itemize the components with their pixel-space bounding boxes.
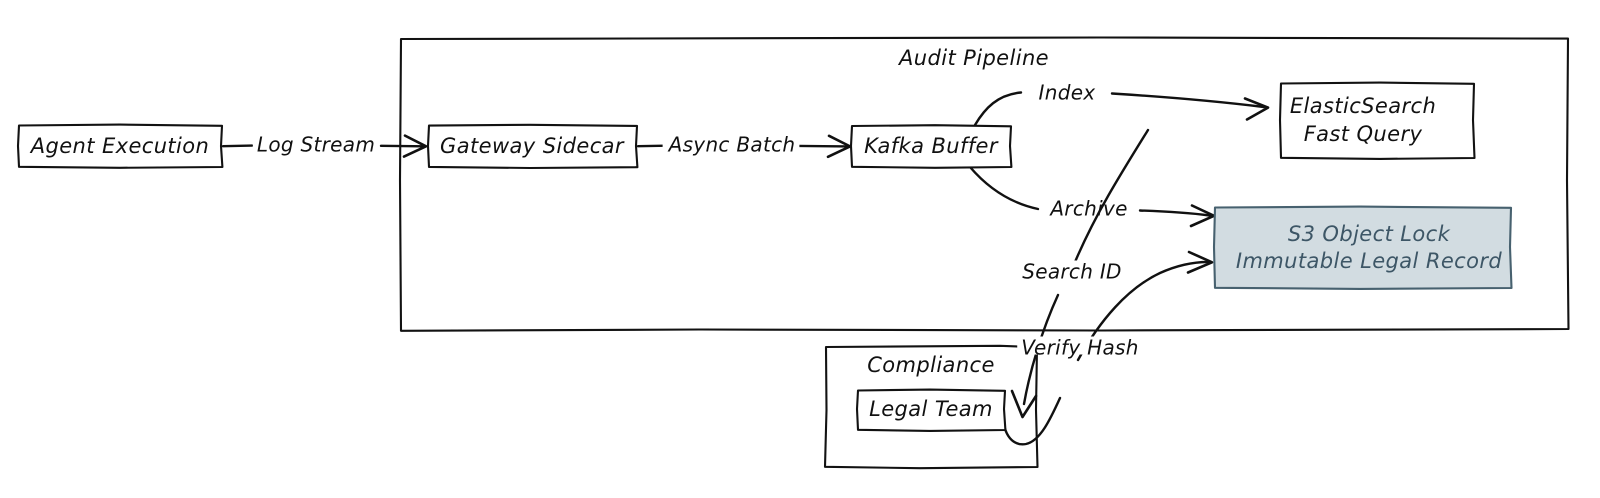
- node-elasticsearch[interactable]: ElasticSearch Fast Query: [1278, 81, 1476, 160]
- edge-log-stream-line2: [379, 144, 426, 148]
- cluster-audit-pipeline: Audit Pipeline: [398, 36, 1570, 332]
- label-background: [1044, 197, 1132, 216]
- edge-async-batch-line2: [797, 144, 850, 148]
- cluster-audit-pipeline-border: [398, 36, 1570, 332]
- cluster-compliance-border: [823, 344, 1039, 470]
- label-background: [1018, 260, 1126, 279]
- node-elasticsearch-label-line1: ElasticSearch: [1290, 94, 1436, 118]
- edge-verify-hash: Verify Hash: [1001, 250, 1214, 446]
- label-background: [662, 133, 800, 152]
- edge-verify-hash-label: Verify Hash: [1021, 336, 1139, 360]
- node-legal-team-box[interactable]: [855, 388, 1007, 432]
- cluster-audit-pipeline-label: Audit Pipeline: [897, 46, 1049, 70]
- edge-search-id: Search ID: [1010, 128, 1150, 419]
- edge-log-stream: Log Stream: [221, 133, 428, 158]
- edge-index-arrowhead: [1243, 97, 1270, 121]
- edge-verify-hash-arrowhead: [1186, 250, 1214, 274]
- edge-index: Index: [973, 81, 1270, 127]
- node-elasticsearch-box[interactable]: [1278, 81, 1476, 160]
- node-s3-object-lock[interactable]: S3 Object Lock Immutable Legal Record: [1212, 205, 1513, 290]
- node-s3-object-lock-label-line2: Immutable Legal Record: [1236, 249, 1503, 273]
- cluster-compliance: Compliance: [823, 344, 1039, 470]
- node-elasticsearch-label-line2: Fast Query: [1304, 122, 1423, 146]
- label-background: [1017, 336, 1143, 355]
- node-legal-team[interactable]: Legal Team: [855, 388, 1007, 432]
- edge-search-id-arrowhead: [1010, 389, 1038, 419]
- node-s3-object-lock-box[interactable]: [1212, 205, 1513, 290]
- node-kafka-buffer-label: Kafka Buffer: [864, 134, 999, 158]
- node-agent-execution-box[interactable]: [16, 123, 224, 169]
- edge-log-stream-label: Log Stream: [257, 133, 375, 157]
- node-gateway-sidecar-box[interactable]: [426, 123, 639, 170]
- edge-search-id-line: [1073, 128, 1150, 264]
- label-background: [1034, 81, 1100, 100]
- edge-archive-line2: [1138, 209, 1212, 217]
- edge-log-stream-arrowhead: [402, 134, 428, 158]
- edge-archive-line: [968, 165, 1040, 211]
- node-gateway-sidecar[interactable]: Gateway Sidecar: [426, 123, 639, 170]
- node-legal-team-label: Legal Team: [869, 397, 993, 421]
- label-background: [863, 354, 999, 372]
- label-background: [252, 133, 380, 152]
- label-background: [893, 47, 1053, 65]
- edge-archive: Archive: [968, 165, 1216, 228]
- node-kafka-buffer[interactable]: Kafka Buffer: [849, 124, 1013, 169]
- node-s3-object-lock-label-line1: S3 Object Lock: [1288, 222, 1451, 246]
- edge-index-line2: [1110, 92, 1266, 109]
- node-agent-execution[interactable]: Agent Execution: [16, 123, 224, 169]
- edge-archive-label: Archive: [1048, 197, 1127, 221]
- edge-async-batch-label: Async Batch: [667, 133, 796, 157]
- edge-verify-hash-line2: [1076, 260, 1210, 362]
- node-gateway-sidecar-label: Gateway Sidecar: [440, 134, 625, 158]
- edge-search-id-label: Search ID: [1022, 260, 1122, 284]
- node-agent-execution-label: Agent Execution: [29, 134, 210, 158]
- cluster-compliance-label: Compliance: [867, 353, 995, 377]
- edge-async-batch-line: [636, 144, 668, 148]
- edge-index-label: Index: [1039, 81, 1096, 105]
- node-kafka-buffer-box[interactable]: [849, 124, 1013, 169]
- edge-async-batch: Async Batch: [636, 133, 852, 159]
- edge-index-line: [973, 91, 1023, 127]
- edge-log-stream-line: [221, 144, 254, 148]
